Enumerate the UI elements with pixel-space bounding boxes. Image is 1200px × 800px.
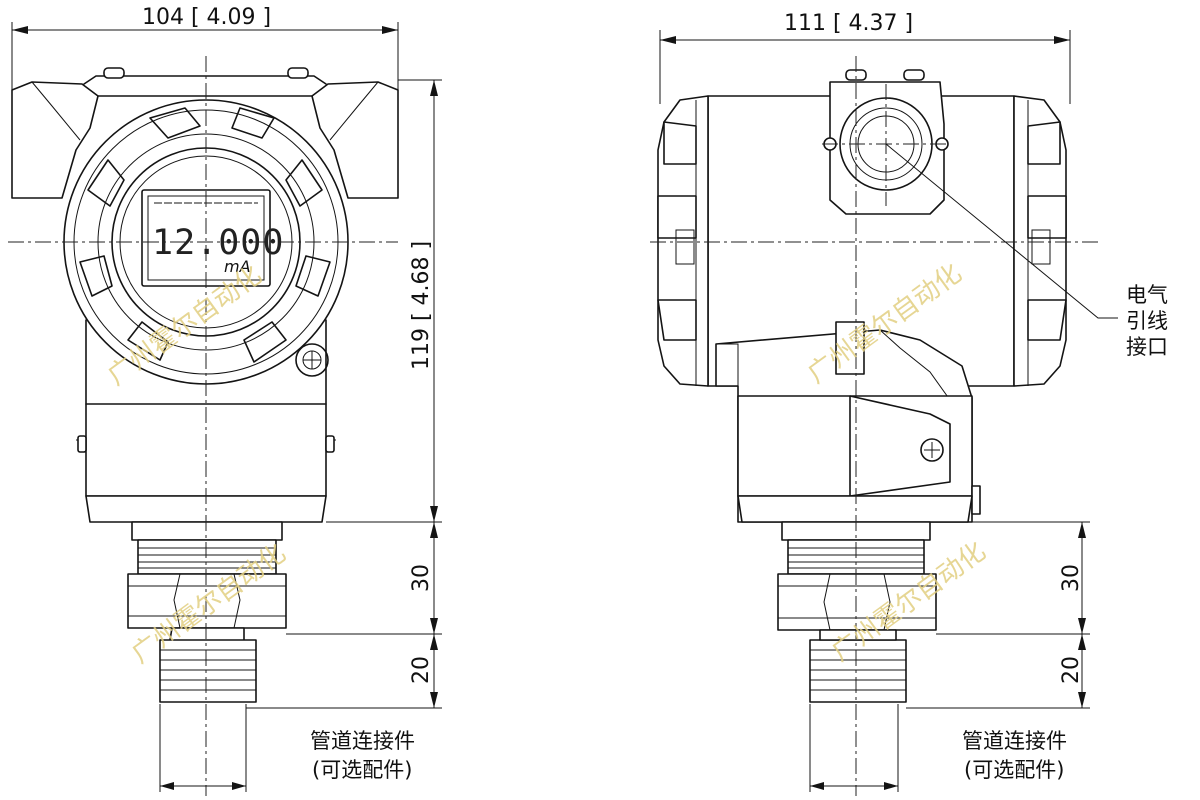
front-process-neck	[131, 521, 283, 541]
side-fitting-label-2: (可选配件)	[964, 758, 1064, 782]
top-screw-left	[103, 67, 125, 79]
front-30-dimension: 30	[286, 522, 442, 635]
svg-text:30: 30	[409, 564, 434, 592]
svg-text:20: 20	[1059, 656, 1084, 684]
front-view: 12.000 mA	[8, 5, 442, 796]
lcd-value: 12.000	[152, 223, 284, 263]
front-height-dimension: 119 [ 4.68 ]	[326, 79, 442, 523]
front-fitting-dimension	[159, 704, 247, 792]
svg-text:119 [ 4.68 ]: 119 [ 4.68 ]	[409, 241, 434, 370]
side-30-dimension: 30	[930, 521, 1090, 635]
port-label-1: 电气	[1126, 283, 1168, 307]
front-body-neck	[85, 319, 327, 405]
front-fitting-label-2: (可选配件)	[312, 758, 412, 782]
front-left-wing	[11, 81, 99, 199]
front-width-dimension: 104 [ 4.09 ]	[11, 5, 399, 92]
side-fitting-label-1: 管道连接件	[962, 729, 1067, 753]
side-width-dimension: 111 [ 4.37 ]	[659, 11, 1071, 104]
side-hex-nut	[777, 573, 937, 631]
front-20-dimension: 20	[246, 634, 442, 709]
port-label-3: 接口	[1126, 335, 1168, 359]
port-label-2: 引线	[1126, 309, 1168, 333]
svg-text:30: 30	[1059, 564, 1084, 592]
svg-text:111 [ 4.37 ]: 111 [ 4.37 ]	[784, 11, 913, 36]
side-fitting-dimension	[809, 704, 899, 792]
port-leader-line	[885, 143, 1118, 319]
front-right-wing	[311, 81, 399, 199]
side-view: 111 [ 4.37 ] 电气 引线 接口 30 20	[650, 11, 1168, 796]
side-20-dimension: 20	[906, 634, 1090, 709]
svg-text:20: 20	[409, 656, 434, 684]
front-hex-nut	[127, 573, 287, 629]
lcd-unit: mA	[224, 257, 251, 276]
front-fitting-label-1: 管道连接件	[310, 729, 415, 753]
svg-text:104 [ 4.09 ]: 104 [ 4.09 ]	[142, 5, 271, 30]
top-screw-right	[287, 67, 309, 79]
